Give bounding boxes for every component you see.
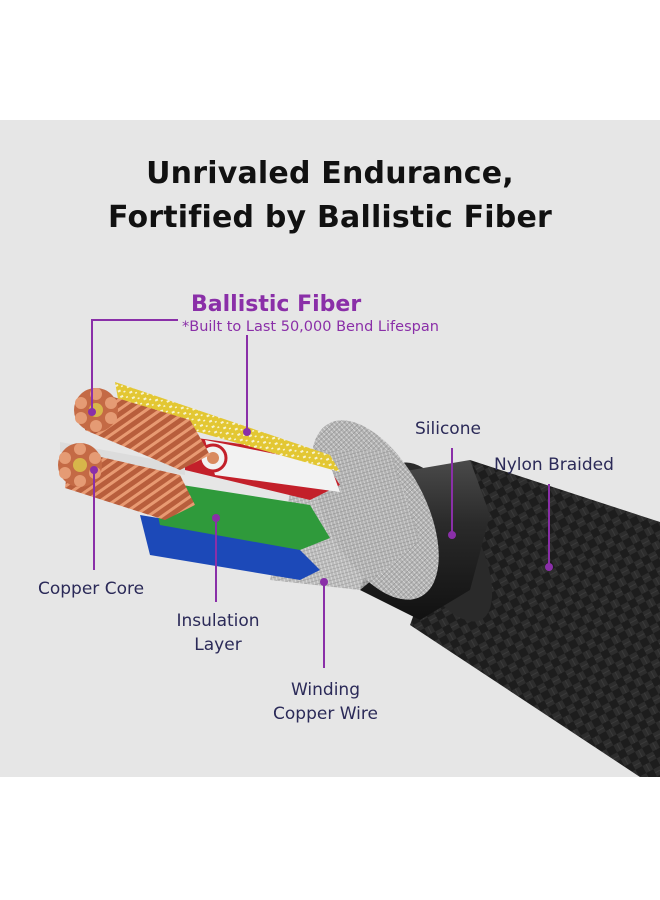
winding-copper-wire-label: Winding Copper Wire [263, 678, 388, 726]
headline-line-2: Fortified by Ballistic Fiber [107, 200, 553, 235]
ballistic-fiber-line-left [91, 319, 178, 412]
insulation-label-line-2: Layer [194, 635, 242, 655]
copper-core-label: Copper Core [38, 579, 145, 599]
winding-label-line-1: Winding [290, 680, 360, 700]
silicone-label: Silicone [415, 419, 481, 439]
insulation-label-line-1: Insulation [176, 611, 260, 631]
product-panel: Unrivaled Endurance, Fortified by Ballis… [0, 120, 660, 777]
callout-lines [91, 319, 550, 668]
winding-label-line-2: Copper Wire [273, 704, 378, 724]
callout-dots [88, 408, 553, 586]
insulation-layer-label: Insulation Layer [168, 609, 268, 657]
headline-line-1: Unrivaled Endurance, [146, 156, 514, 191]
cable-cross-section-illustration [58, 319, 660, 777]
ballistic-fiber-subtitle: *Built to Last 50,000 Bend Lifespan [182, 319, 439, 335]
ballistic-fiber-title: Ballistic Fiber [191, 292, 362, 317]
nylon-braided-label: Nylon Braided [494, 455, 614, 475]
copper-cores [58, 388, 210, 520]
